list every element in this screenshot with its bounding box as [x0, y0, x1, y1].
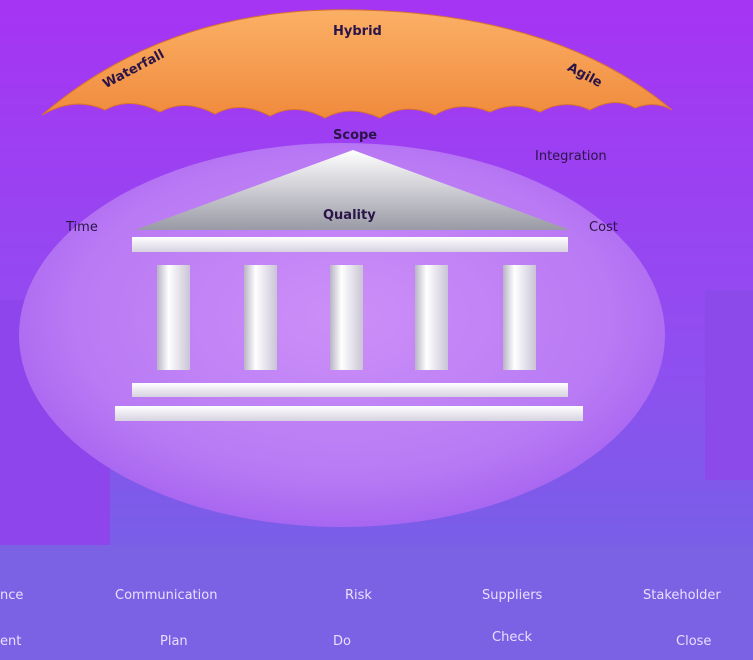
entablature-slab	[132, 237, 568, 252]
base-step-upper	[132, 383, 568, 397]
pediment-label-center: Quality	[323, 208, 376, 223]
bottom-row2-label-1: ent	[0, 634, 22, 649]
pediment	[135, 150, 570, 230]
umbrella-label-center: Hybrid	[333, 24, 382, 39]
base-step-lower	[115, 406, 583, 421]
background-band-bottom	[0, 545, 753, 660]
pillar-2	[244, 265, 277, 370]
pillar-3	[330, 265, 363, 370]
bottom-row1-label-2: Communication	[115, 588, 218, 603]
umbrella-canopy	[41, 9, 673, 119]
pillar-1	[157, 265, 190, 370]
side-label-left: Time	[66, 220, 98, 235]
pillar-4	[415, 265, 448, 370]
bottom-row2-label-3: Do	[333, 634, 351, 649]
bottom-row1-label-4: Suppliers	[482, 588, 543, 603]
bottom-row1-label-1: nce	[0, 588, 24, 603]
side-label-right: Cost	[589, 220, 618, 235]
side-label-upper-right: Integration	[535, 149, 607, 164]
pillar-5	[503, 265, 536, 370]
bottom-row2-label-4: Check	[492, 630, 532, 645]
bottom-row1-label-3: Risk	[345, 588, 372, 603]
bottom-row2-label-2: Plan	[160, 634, 188, 649]
pediment-label-top: Scope	[333, 128, 378, 143]
bottom-row2-label-5: Close	[676, 634, 712, 649]
bottom-row1-label-5: Stakeholder	[643, 588, 721, 603]
background-panel-right	[705, 290, 753, 480]
